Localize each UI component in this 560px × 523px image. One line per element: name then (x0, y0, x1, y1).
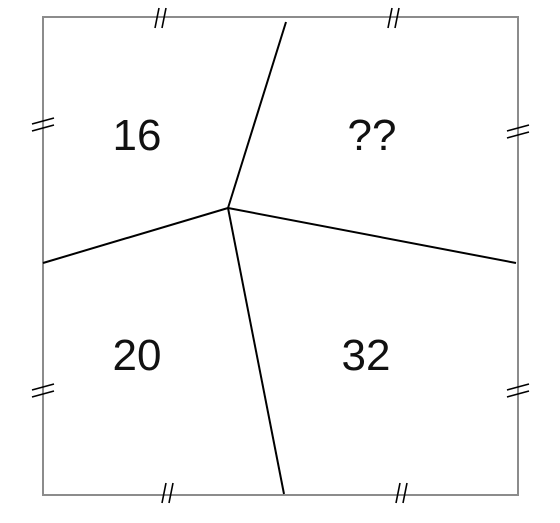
region-top-right-label: ?? (348, 111, 397, 160)
outer-square (42, 16, 519, 496)
tick-bottom-right (395, 482, 408, 504)
region-bottom-right-label: 32 (342, 331, 391, 380)
tick-marks (31, 7, 530, 504)
tick-bottom-left (161, 482, 174, 504)
segment-to-right (227, 207, 517, 264)
tick-left-top (31, 117, 55, 132)
dividing-segments (42, 21, 517, 495)
tick-top-left (154, 7, 167, 29)
tick-left-bottom (31, 383, 55, 398)
region-top-left-label: 16 (113, 111, 162, 160)
segment-to-bottom (227, 207, 285, 495)
tick-right-top (506, 124, 530, 139)
region-bottom-left-label: 20 (113, 331, 162, 380)
segment-to-left (42, 207, 229, 264)
segment-to-top (227, 21, 287, 209)
tick-right-bottom (506, 383, 530, 398)
tick-top-right (387, 7, 400, 29)
